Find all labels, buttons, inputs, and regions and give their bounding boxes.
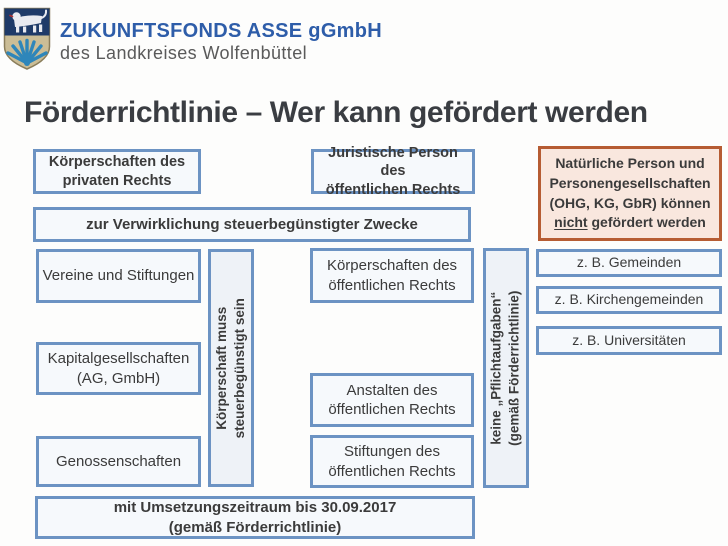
box-anstalten-oeffentlich: Anstalten des öffentlichen Rechts <box>310 373 474 427</box>
vertical-text-tax-privileged: Körperschaft muss steuerbegünstigt sein <box>213 297 247 439</box>
page-title: Förderrichtlinie – Wer kann gefördert we… <box>24 96 648 129</box>
box-genossenschaften: Genossenschaften <box>36 436 201 487</box>
box-condition-no-mandatory-tasks: keine „Pflichtaufgaben“ (gemäß Förderric… <box>483 248 529 488</box>
vertical-text-no-mandatory-tasks: keine „Pflichtaufgaben“ (gemäß Förderric… <box>488 290 522 446</box>
box-private-law-header: Körperschaften des privaten Rechts <box>33 149 201 194</box>
org-subtitle: des Landkreises Wolfenbüttel <box>60 43 308 63</box>
coat-of-arms-icon <box>3 7 51 70</box>
box-example-universitaeten: z. B. Universitäten <box>536 326 722 355</box>
box-warning-not-fundable: Natürliche Person und Personengesellscha… <box>538 146 722 241</box>
warning-text: Natürliche Person und Personengesellscha… <box>549 154 711 231</box>
box-purpose-bar: zur Verwirklichung steuerbegünstigter Zw… <box>33 207 471 242</box>
org-name: ZUKUNFTSFONDS ASSE gGmbH <box>60 20 383 42</box>
box-example-gemeinden: z. B. Gemeinden <box>536 249 722 277</box>
box-public-law-header: Juristische Person des öffentlichen Rech… <box>311 145 475 198</box>
box-stiftungen-oeffentlich: Stiftungen des öffentlichen Rechts <box>310 435 474 488</box>
box-kapitalgesellschaften: Kapitalgesellschaften (AG, GmbH) <box>36 342 201 395</box>
box-koerperschaften-oeffentlich: Körperschaften des öffentlichen Rechts <box>310 248 474 303</box>
warning-underlined-word: nicht <box>554 214 588 231</box>
box-example-kirchengemeinden: z. B. Kirchengemeinden <box>536 286 722 314</box>
box-condition-tax-privileged: Körperschaft muss steuerbegünstigt sein <box>208 249 254 487</box>
box-deadline-bar: mit Umsetzungszeitraum bis 30.09.2017 (g… <box>35 496 475 539</box>
box-vereine-stiftungen: Vereine und Stiftungen <box>36 249 201 303</box>
